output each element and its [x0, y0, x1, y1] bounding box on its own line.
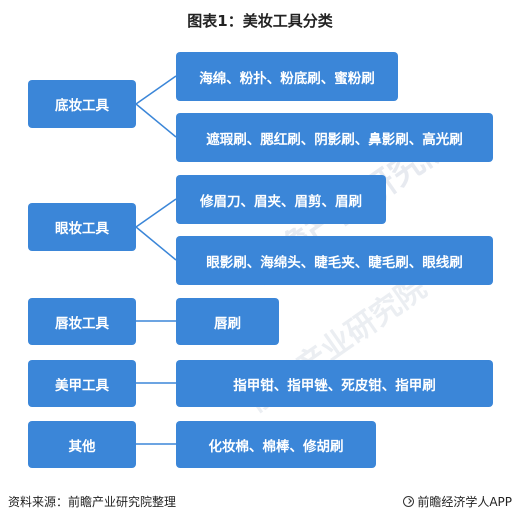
category-box-other: 其他 [28, 421, 136, 468]
category-label: 底妆工具 [55, 98, 109, 114]
source-note: 资料来源：前瞻产业研究院整理 [8, 495, 177, 509]
connector-line [135, 198, 177, 228]
item-box: 遮瑕刷、腮红刷、阴影刷、鼻影刷、高光刷 [176, 113, 493, 162]
category-label: 美甲工具 [55, 377, 109, 394]
item-box: 海绵、粉扑、粉底刷、蜜粉刷 [176, 52, 398, 101]
item-box: 唇刷 [176, 298, 279, 345]
item-label: 修眉刀、眉夹、眉剪、眉刷 [200, 193, 362, 210]
category-label: 眼妆工具 [55, 221, 109, 237]
brand-credit: 前瞻经济学人APP [403, 493, 512, 510]
connector-line [135, 103, 177, 138]
item-label: 唇刷 [214, 315, 241, 332]
item-label: 指甲钳、指甲锉、死皮钳、指甲刷 [233, 377, 436, 394]
item-box: 化妆棉、棉棒、修胡刷 [176, 421, 376, 468]
category-box-lip-makeup: 唇妆工具 [28, 298, 136, 345]
connector-line [135, 226, 177, 261]
category-box-base-makeup: 底妆工具 [28, 80, 136, 128]
item-box: 指甲钳、指甲锉、死皮钳、指甲刷 [176, 360, 493, 407]
category-label: 唇妆工具 [55, 315, 109, 332]
item-label: 眼影刷、海绵头、睫毛夹、睫毛刷、眼线刷 [206, 254, 463, 271]
category-label: 其他 [68, 438, 96, 455]
brand-name: 前瞻经济学人APP [417, 495, 512, 509]
item-box: 眼影刷、海绵头、睫毛夹、睫毛刷、眼线刷 [176, 236, 493, 285]
item-box: 修眉刀、眉夹、眉剪、眉刷 [176, 175, 386, 224]
item-label: 海绵、粉扑、粉底刷、蜜粉刷 [199, 70, 375, 87]
connector-line [135, 75, 177, 105]
item-label: 化妆棉、棉棒、修胡刷 [208, 438, 344, 455]
item-label: 遮瑕刷、腮红刷、阴影刷、鼻影刷、高光刷 [206, 131, 463, 148]
brand-logo-icon [403, 496, 415, 507]
category-box-nail: 美甲工具 [28, 360, 136, 407]
category-box-eye-makeup: 眼妆工具 [28, 203, 136, 251]
diagram-title: 图表1：美妆工具分类 [187, 12, 333, 30]
